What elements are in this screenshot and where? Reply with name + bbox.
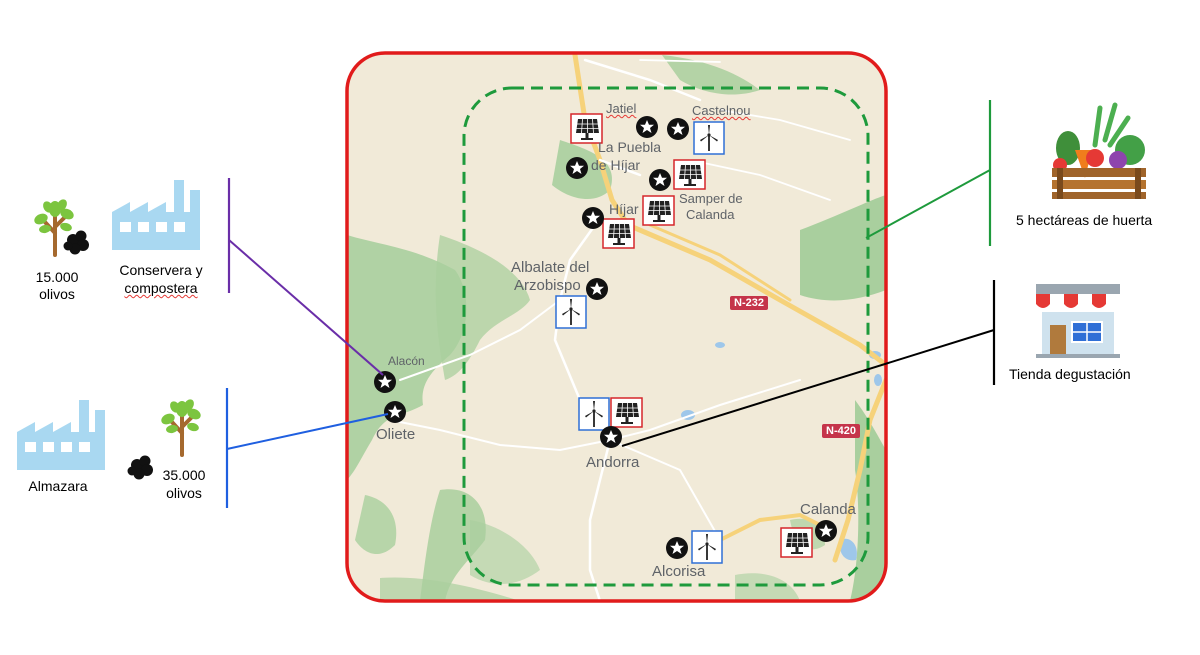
olive-count-top: 15.000 (35, 269, 79, 285)
place-label-samper-line2: Calanda (686, 207, 735, 222)
place-label-calanda: Calanda (800, 501, 856, 518)
olive-unit-top: olivos (39, 286, 75, 302)
olive-count-bottom: 35.000 (162, 467, 206, 483)
place-label-de-hijar: de Híjar (591, 157, 641, 173)
wind-turbine-icon[interactable] (578, 397, 610, 431)
wind-turbine-icon[interactable] (693, 121, 725, 155)
star-marker-icon[interactable] (649, 169, 671, 191)
olive-unit-bottom: olivos (166, 485, 202, 501)
connector-top-right (865, 169, 991, 239)
place-label-albalate-line1: Albalate del (511, 259, 590, 276)
star-marker-icon[interactable] (815, 520, 837, 542)
place-label-alcorisa: Alcorisa (652, 563, 706, 580)
place-label-jatiel: Jatiel (606, 101, 637, 116)
place-label-andorra: Andorra (586, 454, 640, 471)
star-marker-icon[interactable] (374, 371, 396, 393)
place-label-hijar: Híjar (609, 201, 639, 217)
solar-panel-icon[interactable] (602, 218, 635, 249)
wind-turbine-icon[interactable] (555, 295, 587, 329)
shop-label: Tienda degustación (1009, 366, 1131, 382)
star-marker-icon[interactable] (384, 401, 406, 423)
huerta-label: 5 hectáreas de huerta (1016, 212, 1153, 228)
factory-icon (17, 400, 105, 470)
road-badge-n232: N-232 (730, 296, 768, 310)
place-label-alacon: Alacón (388, 354, 425, 368)
connector-bottom-right (621, 329, 995, 447)
olive-tree-icon (157, 395, 205, 457)
road-badge-n420: N-420 (822, 424, 860, 438)
map-background (347, 53, 886, 601)
shop-icon (1036, 284, 1120, 358)
star-marker-icon[interactable] (586, 278, 608, 300)
vegetable-crate-icon (1052, 102, 1146, 199)
star-marker-icon[interactable] (582, 207, 604, 229)
facility-label-bottom: Almazara (28, 478, 88, 494)
solar-panel-icon[interactable] (673, 159, 706, 190)
map[interactable] (345, 51, 888, 603)
olives-icon (63, 230, 89, 255)
wind-turbine-icon[interactable] (691, 530, 723, 564)
inner-region-border (462, 86, 870, 587)
facility-label-top-line1: Conservera y (119, 262, 203, 278)
star-marker-icon[interactable] (600, 426, 622, 448)
place-label-la-puebla: La Puebla (598, 139, 662, 155)
star-marker-icon[interactable] (666, 537, 688, 559)
place-label-oliete: Oliete (376, 426, 416, 443)
olives-icon (127, 455, 153, 480)
place-label-castelnou: Castelnou (692, 103, 751, 118)
solar-panel-icon[interactable] (610, 397, 643, 428)
outer-region-border (345, 51, 888, 603)
place-label-albalate-line2: Arzobispo (514, 277, 581, 294)
connector-lines (225, 100, 996, 508)
connector-top-left (228, 239, 384, 376)
star-marker-icon[interactable] (636, 116, 658, 138)
factory-icon (112, 180, 200, 250)
solar-panel-icon[interactable] (780, 527, 813, 558)
star-marker-icon[interactable] (667, 118, 689, 140)
place-label-samper-line1: Samper de (679, 191, 743, 206)
star-marker-icon[interactable] (566, 157, 588, 179)
facility-label-top-line2: compostera (108, 280, 214, 296)
facility-label-top-line2-text: compostera (124, 280, 198, 296)
solar-panel-icon[interactable] (642, 195, 675, 226)
vegetation-areas (347, 55, 886, 601)
connector-bottom-left (226, 413, 389, 450)
